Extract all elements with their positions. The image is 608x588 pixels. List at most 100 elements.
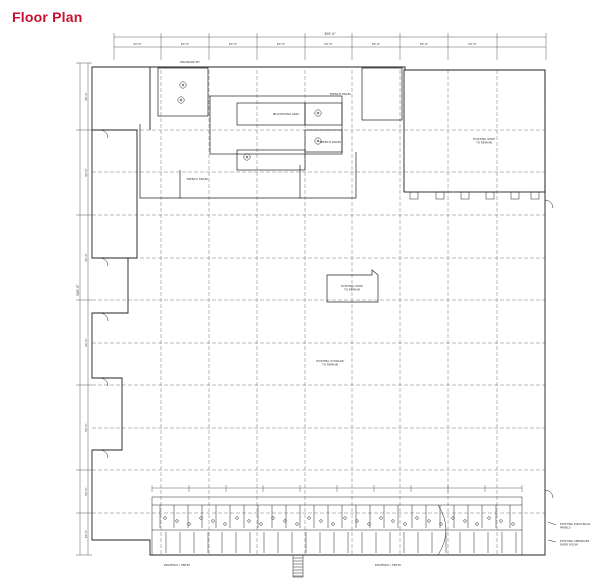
office-fixture [499, 519, 503, 523]
upper-service-room [361, 67, 403, 121]
office-fixture [343, 516, 347, 520]
door-swing-4 [99, 449, 109, 459]
office-fixture [331, 522, 335, 526]
office-strip [151, 496, 523, 556]
equipment-room-1 [304, 102, 343, 126]
office-fixture [187, 522, 191, 526]
interior-rooms [139, 67, 403, 303]
office-fixture [415, 516, 419, 520]
trench-drain-label-2: TRENCH DRAIN [318, 140, 340, 144]
bay-label-4: 50'-0" [324, 42, 333, 46]
processing-label: PROCESSING AREA [273, 112, 300, 116]
dock-door-5 [530, 191, 540, 200]
drain-center-0 [179, 98, 183, 102]
page-title: Floor Plan [12, 9, 83, 25]
office-fixture [487, 516, 491, 520]
drain-fixture-3 [314, 109, 322, 117]
drain-center-4 [181, 83, 185, 87]
driveway-note-2: DRIVEWAY / ENTRY [375, 563, 402, 567]
door-swing-5 [544, 199, 554, 209]
left-notch-wall [92, 129, 138, 259]
left-bay-label-6: 50'-0" [84, 529, 88, 538]
overall-width-label: 300'-0" [324, 32, 336, 36]
office-fixture [295, 522, 299, 526]
office-fixture [511, 522, 515, 526]
office-fixture [403, 522, 407, 526]
equipment-room-3 [236, 149, 306, 171]
office-fixture [463, 519, 467, 523]
equipment-room-2 [304, 129, 343, 153]
bay-label-2: 50'-0" [229, 42, 238, 46]
drain-center-1 [245, 155, 249, 159]
office-fixture [247, 519, 251, 523]
office-fixture [283, 519, 287, 523]
bottom-entry-stair [292, 554, 304, 578]
office-fixture [379, 516, 383, 520]
door-swing-3 [99, 377, 109, 387]
door-swing-0 [99, 129, 109, 139]
office-fixture [367, 522, 371, 526]
left-bay-label-1: 50'-0" [84, 168, 88, 177]
office-fixture [163, 516, 167, 520]
office-fixture [451, 516, 455, 520]
trench-drain-label-1: TRENCH DRAIN [328, 92, 350, 96]
bay-label-3: 50'-0" [277, 42, 286, 46]
trench-drain-label-3: TRENCH DRAIN [185, 177, 207, 181]
building-outline [91, 66, 546, 556]
dock-door-4 [510, 191, 520, 200]
bay-label-1: 50'-0" [181, 42, 190, 46]
left-bay-label-0: 50'-0" [84, 92, 88, 101]
center-box-room [326, 269, 379, 303]
office-fixture [235, 516, 239, 520]
electrical-leader [547, 521, 557, 526]
left-bay-label-3: 50'-0" [84, 338, 88, 347]
drain-fixture-0 [177, 96, 185, 104]
office-fixture [175, 519, 179, 523]
door-swing-2 [99, 312, 109, 322]
door-swing-1 [99, 257, 109, 267]
drainage-pit-room [157, 67, 209, 117]
office-fixture [427, 519, 431, 523]
bay-label-7: 50'-0" [468, 42, 477, 46]
office-fixture [223, 522, 227, 526]
office-curve-wall [437, 504, 447, 556]
office-strip-outline [151, 496, 523, 556]
office-fixture [475, 522, 479, 526]
left-bay-label-5: 50'-0" [84, 487, 88, 496]
drain-fixture-2 [314, 137, 322, 145]
bay-label-6: 50'-0" [420, 42, 429, 46]
office-fixture [391, 519, 395, 523]
drain-center-2 [316, 139, 320, 143]
dimension-lines [76, 33, 547, 556]
office-fixture [211, 519, 215, 523]
doors-and-fixtures [99, 81, 557, 578]
office-fixture [355, 519, 359, 523]
bay-label-5: 50'-0" [372, 42, 381, 46]
office-fixture [307, 516, 311, 520]
driveway-note-1: DRIVEWAY / ENTRY [164, 563, 191, 567]
upper-right-shop-outline [403, 69, 546, 193]
office-fixture [439, 522, 443, 526]
drainage-pit-label: DRAINAGE PIT [180, 60, 200, 64]
overall-height-label: 500'-0" [76, 284, 80, 296]
bay-label-0: 50'-0" [133, 42, 142, 46]
dock-door-0 [409, 191, 419, 200]
office-fixture [259, 522, 263, 526]
dock-door-3 [485, 191, 495, 200]
door-swing-6 [544, 489, 554, 499]
room-labels: PROCESSING AREA DRAINAGE PIT TRENCH DRAIN T… [164, 60, 592, 567]
office-fixture [319, 519, 323, 523]
processing-enclosure [139, 124, 357, 199]
dimension-labels: 300'-0" 50'-0" 50'-0" 50'-0" 50'-0" 50'-0" 50'… [76, 32, 477, 538]
drain-fixture-4 [179, 81, 187, 89]
left-bay-label-4: 50'-0" [84, 423, 88, 432]
dock-door-2 [460, 191, 470, 200]
drain-center-3 [316, 111, 320, 115]
office-fixture [271, 516, 275, 520]
